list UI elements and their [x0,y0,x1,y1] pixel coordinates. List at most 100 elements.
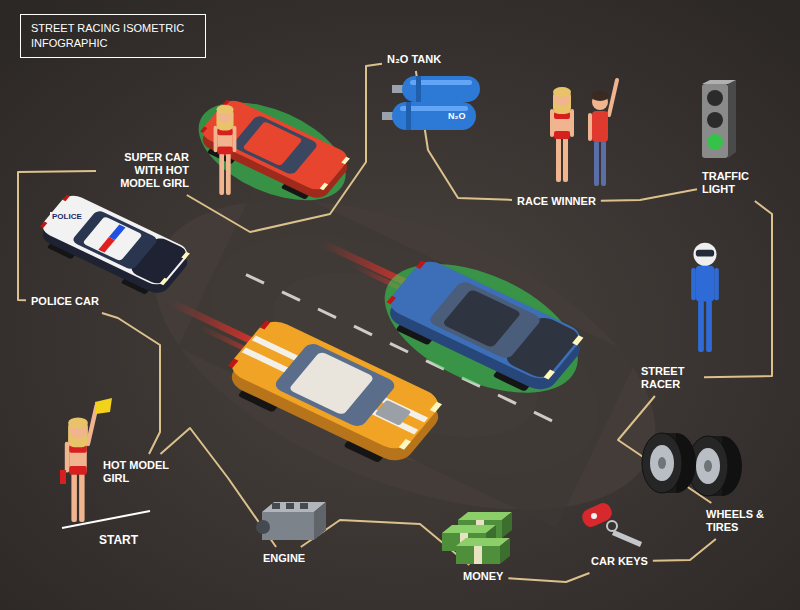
hair [216,105,233,115]
traffic-light-top [702,80,736,84]
cylinder [300,503,308,509]
item-label: MONEY [460,567,506,586]
headlight [320,183,329,191]
arm [588,113,592,141]
tank-decal: N₂O [446,111,468,121]
item-label: WHEELS & TIRES [703,505,773,537]
car-lower [35,196,196,300]
arm [550,109,554,137]
taillight [63,195,70,202]
key-fob [580,501,615,530]
item-label-text: RACE WINNER [517,195,596,208]
leg [698,300,704,352]
car-decal: POLICE [50,212,84,221]
leg [226,152,231,195]
light-bar [109,224,126,240]
flow-line [187,64,382,232]
flow-line [601,189,697,200]
flow-line [160,428,276,547]
item-label-text: MONEY [463,570,503,583]
arm [214,126,218,153]
leg [601,141,606,186]
bikini [217,147,232,155]
tank-band [406,102,411,130]
item-label-text: HOT MODEL GIRL [103,459,177,485]
money-side [500,538,510,564]
car-top [225,316,446,454]
car-roof [288,351,375,415]
item-label: RACE WINNER [514,192,599,211]
car-roof [442,289,522,348]
car-windows [231,114,319,175]
key-blade [612,530,642,547]
bikini [554,131,570,139]
super-car [184,82,360,220]
hair [553,87,571,97]
raised-arm [609,80,617,115]
item-label: CAR KEYS [588,552,651,571]
item-label-text: TRAFFIC LIGHT [702,170,760,196]
taillight [228,359,238,368]
item-label: POLICE CAR [28,292,102,311]
lane-dash [390,343,408,352]
item-label-text: N₂O TANK [387,53,441,66]
hub [658,457,666,469]
leg [79,473,85,523]
headlight [544,370,555,380]
rim [650,445,674,481]
item-label: N₂O TANK [384,50,444,69]
flow-line [102,313,160,454]
lane-dash [318,309,336,318]
rim [696,448,720,484]
visor [696,250,714,257]
headlight [160,278,169,286]
headlight [399,439,411,450]
leg [563,137,568,182]
title-text: STREET RACING ISOMETRIC INFOGRAPHIC [31,21,195,51]
yellow-race-car [220,316,450,471]
traffic-light-box [702,84,728,158]
light-bar [98,237,115,253]
engine-side [314,502,326,540]
helmet [694,243,717,266]
raised-arm [88,405,97,444]
torso [592,111,608,142]
item-label: TRAFFIC LIGHT [699,167,763,199]
leg [706,300,712,352]
car-windows [427,280,543,361]
leg [556,137,561,182]
leg [219,152,224,195]
lane-dash [354,326,372,335]
yellow-flag [95,398,112,414]
traffic-lamp [707,112,723,128]
traffic-lamp [707,134,723,150]
underglow [184,82,360,220]
lane-dash [498,395,516,404]
taillight [387,296,397,305]
fob-button [591,513,597,519]
tire-front [642,433,682,493]
car-roof [242,121,303,166]
item-label-text: STREET RACER [641,365,699,391]
model-girl-figure [214,105,237,195]
car-windows [71,209,159,270]
arm [65,442,69,473]
headlight [181,252,190,260]
item-label-text: POLICE CAR [31,295,99,308]
lane-dash [246,275,264,284]
item-label-text: CAR KEYS [591,555,648,568]
tank-body [392,102,476,130]
torso [696,266,714,302]
start-label: START [97,533,140,547]
arm [570,109,574,137]
tank-band [416,76,421,102]
traffic-light-side [728,80,736,158]
item-label-text: ENGINE [263,552,305,565]
arm [233,126,237,153]
item-label-text: WHEELS & TIRES [706,508,770,534]
flow-line [653,539,716,561]
traffic-lamp [707,90,723,106]
headlight [572,335,583,345]
